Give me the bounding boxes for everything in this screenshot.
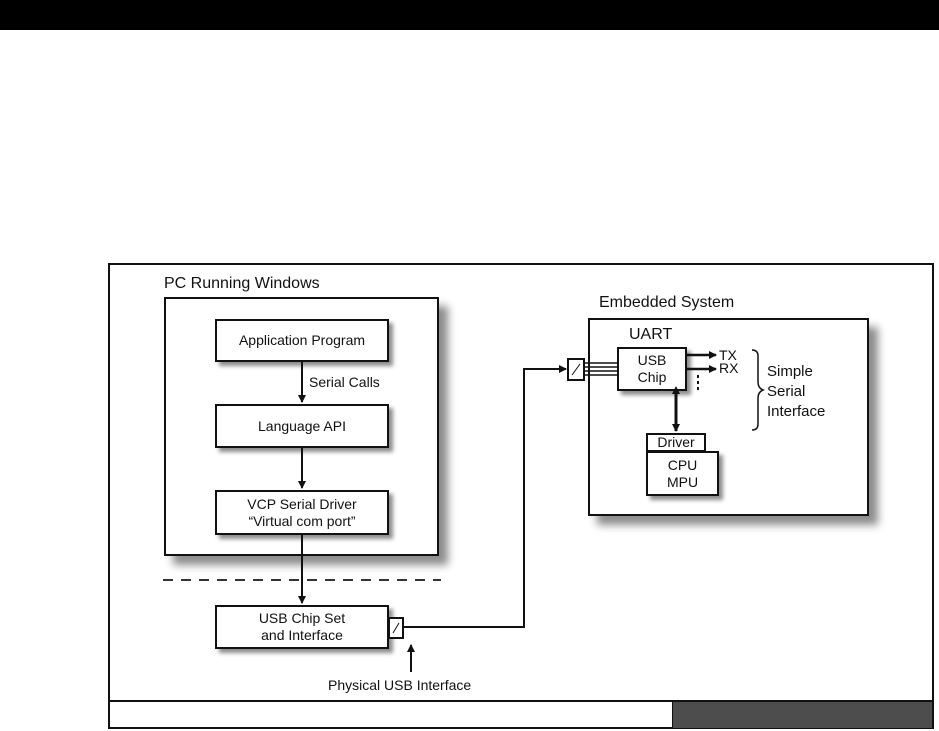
vcp-driver-box: VCP Serial Driver “Virtual com port” <box>215 490 389 535</box>
usb-chip-label-2: Chip <box>637 369 667 385</box>
rx-label: RX <box>719 360 739 376</box>
simple-label: Simple <box>767 363 813 380</box>
application-program-label: Application Program <box>238 332 366 348</box>
usb-chipset-box: USB Chip Set and Interface <box>215 605 389 649</box>
footer-divider <box>108 700 934 702</box>
top-bar <box>0 0 939 30</box>
virtual-com-port-label: “Virtual com port” <box>248 512 356 529</box>
driver-label: Driver <box>657 434 695 450</box>
and-interface-label: and Interface <box>261 627 343 643</box>
serial-label: Serial <box>767 383 806 400</box>
driver-box: Driver <box>646 433 706 452</box>
cpu-mpu-box: CPU MPU <box>646 451 719 496</box>
pc-title: PC Running Windows <box>164 275 320 292</box>
diagram-frame <box>108 263 934 729</box>
mpu-label: MPU <box>666 473 699 490</box>
application-program-box: Application Program <box>215 319 389 362</box>
physical-usb-label: Physical USB Interface <box>328 677 472 693</box>
footer-dark-panel <box>673 702 932 728</box>
embedded-title: Embedded System <box>599 294 735 311</box>
usb-chipset-label: USB Chip Set <box>258 610 346 626</box>
vcp-driver-label: VCP Serial Driver <box>247 495 357 512</box>
usb-chip-label-1: USB <box>637 352 667 368</box>
simple-serial-interface-label: Simple Serial Interface <box>767 362 825 422</box>
language-api-box: Language API <box>215 404 389 448</box>
language-api-label: Language API <box>258 417 346 434</box>
tx-label: TX <box>719 347 737 363</box>
serial-calls-label: Serial Calls <box>309 374 380 390</box>
uart-label: UART <box>629 326 673 343</box>
usb-chip-box: USB Chip <box>617 347 687 391</box>
interface-label: Interface <box>767 403 826 420</box>
cpu-label: CPU <box>667 456 698 473</box>
